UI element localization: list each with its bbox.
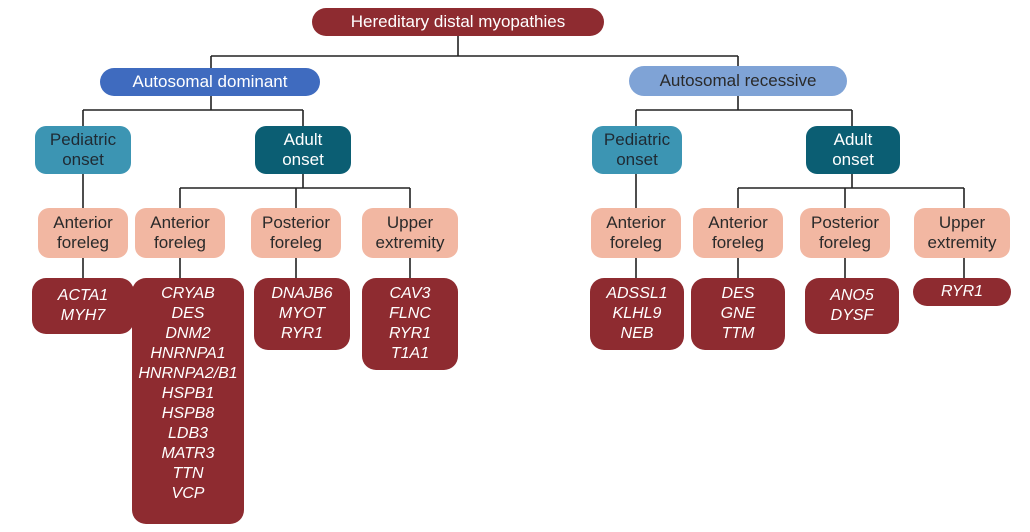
dominant-adult-onset-node: Adult onset (255, 126, 351, 174)
site-line-2: foreleg (712, 233, 764, 252)
dominant-pediatric-onset-line-1: Pediatric (49, 130, 117, 149)
site-line-1: Posterior (261, 213, 331, 232)
gene-label: DYSF (830, 307, 874, 324)
site-line-1: Anterior (150, 213, 210, 232)
autosomal-dominant-label: Autosomal dominant (132, 72, 288, 91)
site-line-1: Upper (938, 213, 986, 232)
gene-label: LDB3 (167, 425, 209, 442)
site-line-2: foreleg (610, 233, 662, 252)
gene-label: KLHL9 (612, 305, 662, 322)
dominant-adult-onset-line-2: onset (282, 150, 324, 169)
gene-label: FLNC (389, 305, 431, 322)
recessive-adult-onset-node: Adult onset (806, 126, 900, 174)
site-line-2: extremity (375, 233, 445, 252)
dominant-adult-anterior-foreleg-node: Anterior foreleg (135, 208, 225, 258)
dominant-adult-posterior-foreleg-node: Posterior foreleg (251, 208, 341, 258)
gene-label: CRYAB (161, 285, 215, 302)
site-line-1: Upper (386, 213, 434, 232)
gene-label: DES (171, 305, 205, 322)
gene-label: DNAJB6 (271, 285, 333, 302)
gene-label: MATR3 (161, 445, 215, 462)
gene-label: RYR1 (388, 325, 432, 342)
gene-label: CAV3 (389, 285, 431, 302)
dominant-adult-onset-line-1: Adult (283, 130, 323, 149)
gene-label: MYH7 (60, 307, 106, 324)
recessive-adult-anterior-foreleg-node: Anterior foreleg (693, 208, 783, 258)
autosomal-dominant-node: Autosomal dominant (100, 68, 320, 96)
recessive-adult-onset-line-1: Adult (833, 130, 873, 149)
gene-label: HSPB1 (161, 385, 215, 402)
gene-label: DES (721, 285, 755, 302)
site-line-2: foreleg (270, 233, 322, 252)
recessive-adult-posterior-foreleg-node: Posterior foreleg (800, 208, 890, 258)
recessive-pediatric-onset-line-2: onset (616, 150, 658, 169)
gene-label: ACTA1 (57, 287, 109, 304)
dominant-adult-upper-extremity-genes: CAV3 FLNC RYR1 T1A1 (362, 278, 458, 370)
site-line-2: foreleg (57, 233, 109, 252)
site-line-2: foreleg (154, 233, 206, 252)
dominant-pediatric-onset-line-2: onset (62, 150, 104, 169)
recessive-adult-onset-line-2: onset (832, 150, 874, 169)
gene-label: HNRNPA1 (150, 345, 226, 362)
recessive-adult-upper-extremity-node: Upper extremity (914, 208, 1010, 258)
recessive-adult-posterior-foreleg-genes: ANO5 DYSF (805, 278, 899, 334)
root-label: Hereditary distal myopathies (350, 12, 566, 31)
dominant-pediatric-onset-node: Pediatric onset (35, 126, 131, 174)
gene-label: ANO5 (830, 287, 874, 304)
recessive-pediatric-anterior-foreleg-genes: ADSSL1 KLHL9 NEB (590, 278, 684, 350)
gene-label: RYR1 (940, 283, 984, 300)
gene-label: DNM2 (165, 325, 211, 342)
dominant-pediatric-anterior-foreleg-node: Anterior foreleg (38, 208, 128, 258)
dominant-pediatric-anterior-foreleg-genes: ACTA1 MYH7 (32, 278, 134, 334)
gene-label: RYR1 (280, 325, 324, 342)
gene-label: HNRNPA2/B1 (138, 365, 238, 382)
gene-label: VCP (171, 485, 205, 502)
site-line-1: Anterior (606, 213, 666, 232)
dominant-adult-anterior-foreleg-genes: CRYAB DES DNM2 HNRNPA1 HNRNPA2/B1 HSPB1 … (132, 278, 244, 524)
gene-label: GNE (720, 305, 756, 322)
recessive-pediatric-onset-line-1: Pediatric (603, 130, 671, 149)
gene-label: NEB (620, 325, 654, 342)
autosomal-recessive-label: Autosomal recessive (659, 71, 817, 90)
root-node: Hereditary distal myopathies (312, 8, 604, 36)
site-line-1: Anterior (53, 213, 113, 232)
site-line-2: extremity (927, 233, 997, 252)
gene-label: TTN (172, 465, 204, 482)
recessive-pediatric-anterior-foreleg-node: Anterior foreleg (591, 208, 681, 258)
site-line-1: Posterior (810, 213, 880, 232)
gene-label: TTM (721, 325, 755, 342)
gene-label: ADSSL1 (606, 285, 668, 302)
site-line-2: foreleg (819, 233, 871, 252)
site-line-1: Anterior (708, 213, 768, 232)
recessive-pediatric-onset-node: Pediatric onset (592, 126, 682, 174)
recessive-adult-anterior-foreleg-genes: DES GNE TTM (691, 278, 785, 350)
recessive-adult-upper-extremity-genes: RYR1 (913, 278, 1011, 306)
gene-label: MYOT (278, 305, 326, 322)
dominant-adult-upper-extremity-node: Upper extremity (362, 208, 458, 258)
gene-label: HSPB8 (161, 405, 215, 422)
dominant-adult-posterior-foreleg-genes: DNAJB6 MYOT RYR1 (254, 278, 350, 350)
gene-label: T1A1 (390, 345, 430, 362)
autosomal-recessive-node: Autosomal recessive (629, 66, 847, 96)
